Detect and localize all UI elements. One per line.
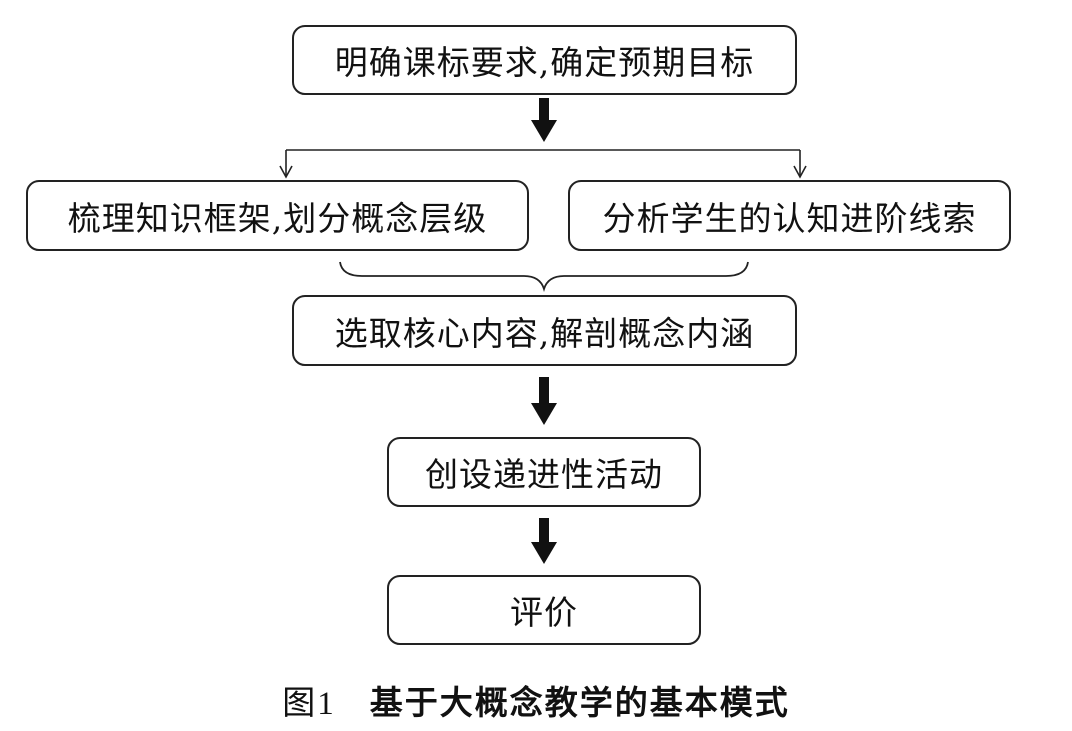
arrow-core-to-activities (531, 377, 557, 425)
node-goals: 明确课标要求,确定预期目标 (292, 25, 797, 95)
split-line (279, 149, 807, 179)
node-evaluation: 评价 (387, 575, 701, 645)
node-framework: 梳理知识框架,划分概念层级 (26, 180, 529, 251)
figure-number: 图1 (282, 686, 336, 722)
arrow-activities-to-evaluation (531, 518, 557, 564)
node-activities: 创设递进性活动 (387, 437, 701, 507)
figure-caption: 图1 基于大概念教学的基本模式 (0, 676, 1072, 724)
node-core-content: 选取核心内容,解剖概念内涵 (292, 295, 797, 366)
figure-title: 基于大概念教学的基本模式 (369, 683, 790, 722)
merge-brace (339, 261, 749, 293)
arrow-goals-to-split (531, 98, 557, 142)
node-cognition: 分析学生的认知进阶线索 (568, 180, 1011, 251)
